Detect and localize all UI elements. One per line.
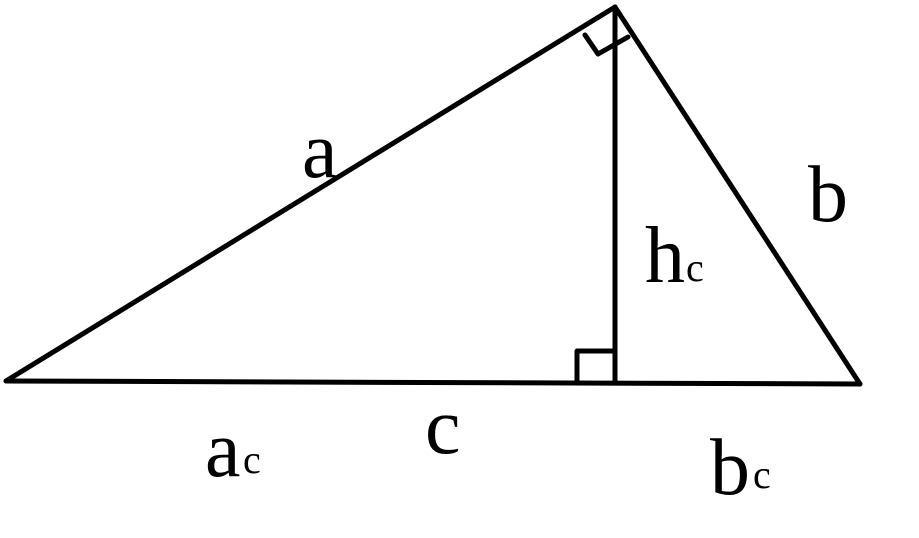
right-angle-marker-base	[574, 348, 616, 385]
segment-a-label-sub: c	[243, 437, 261, 482]
right-angle-marker-top	[582, 32, 631, 57]
side-c-label: c	[425, 383, 461, 471]
hypotenuse-c-line	[3, 378, 863, 387]
segment-b-label-sub: c	[753, 452, 771, 497]
altitude-label-sub: c	[686, 245, 704, 290]
side-a-line	[3, 4, 618, 384]
segment-a-label-main: a	[205, 406, 241, 494]
side-b-label: b	[808, 151, 848, 239]
altitude-label-main: h	[645, 212, 685, 300]
side-b-line	[612, 4, 863, 387]
side-a-label: a	[302, 107, 338, 195]
segment-b-label-main: b	[710, 424, 750, 512]
